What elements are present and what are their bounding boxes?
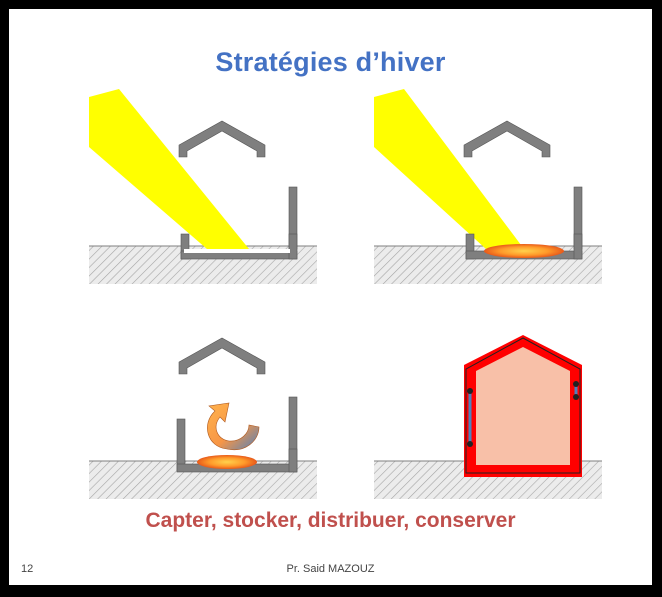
panel-stocker [374,89,602,284]
house [176,337,298,473]
heat-storage-icon [197,455,257,469]
page-number: 12 [21,563,34,575]
circulation-arrow-icon [207,402,260,451]
slide-title: Stratégies d’hiver [215,47,446,77]
house [178,120,298,260]
slide: Stratégies d’hiver [9,9,652,585]
slide-caption: Capter, stocker, distribuer, conserver [145,509,516,532]
slide-footer: Pr. Said MAZOUZ [286,563,375,575]
panel-distribuer [89,337,317,499]
heat-storage-icon [484,244,564,258]
panel-capter [89,89,317,284]
sun-beam-icon [374,89,524,249]
insulated-house-icon [464,335,582,477]
panel-conserver [374,335,602,499]
sun-beam-icon [89,89,249,249]
